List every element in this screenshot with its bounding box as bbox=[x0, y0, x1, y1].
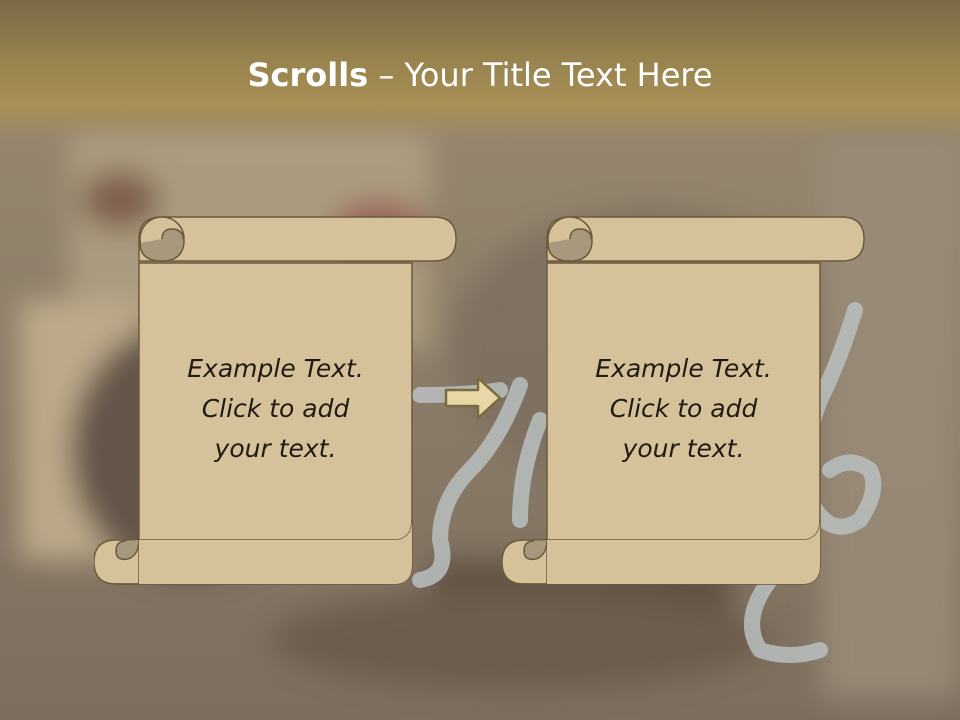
title-bar bbox=[0, 0, 960, 140]
slide-title[interactable]: Scrolls – Your Title Text Here bbox=[0, 55, 960, 95]
title-rest: – Your Title Text Here bbox=[368, 56, 713, 94]
title-bold: Scrolls bbox=[247, 56, 369, 94]
scroll-shape-left[interactable]: Example Text. Click to add your text. bbox=[94, 215, 458, 587]
scroll-line-3: your text. bbox=[214, 434, 337, 463]
scroll-text-left[interactable]: Example Text. Click to add your text. bbox=[139, 349, 412, 469]
right-arrow-icon bbox=[444, 376, 502, 420]
scroll-line-1: Example Text. bbox=[187, 354, 364, 383]
scroll-graphic bbox=[94, 216, 457, 585]
scroll-line-2: Click to add bbox=[201, 394, 350, 423]
scroll-line-1: Example Text. bbox=[595, 354, 772, 383]
scroll-text-right[interactable]: Example Text. Click to add your text. bbox=[547, 349, 820, 469]
scroll-shape-right[interactable]: Example Text. Click to add your text. bbox=[502, 215, 866, 587]
scroll-line-3: your text. bbox=[622, 434, 745, 463]
scroll-graphic bbox=[502, 216, 865, 585]
scroll-line-2: Click to add bbox=[609, 394, 758, 423]
